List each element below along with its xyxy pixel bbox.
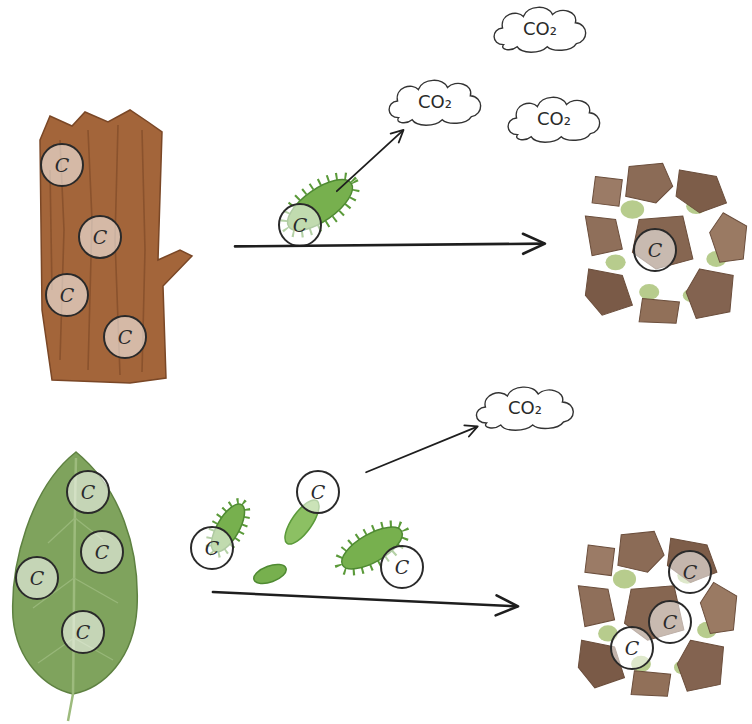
carbon-circle: C [190,526,234,570]
carbon-circle: C [103,315,147,359]
soil-aggregate: C C C [575,528,740,698]
gas-label: CO₂ [508,397,542,418]
element-symbol: C [663,611,678,633]
carbon-circle: C [78,215,122,259]
carbon-circle: C [633,228,677,272]
element-symbol: C [55,154,70,176]
element-symbol: C [625,637,640,659]
carbon-circle: C [296,470,340,514]
element-symbol: C [205,537,220,559]
process-arrow [213,592,517,606]
process-arrow [235,244,544,247]
element-symbol: C [683,561,698,583]
carbon-circle: C [610,626,654,670]
co2-cloud: CO₂ [470,382,580,432]
element-symbol: C [30,567,45,589]
element-symbol: C [118,326,133,348]
element-symbol: C [648,239,663,261]
release-arrow [337,131,403,192]
element-symbol: C [76,621,91,643]
co2-cloud: CO₂ [383,75,487,127]
element-symbol: C [311,481,326,503]
gas-label: CO₂ [418,91,452,112]
soil-aggregate: C [582,160,750,325]
gas-label: CO₂ [523,18,557,39]
co2-cloud: CO₂ [502,92,606,144]
carbon-circle: C [45,273,89,317]
carbon-circle: C [380,545,424,589]
element-symbol: C [81,481,96,503]
microbe [251,561,288,588]
co2-cloud: CO₂ [488,2,592,54]
element-symbol: C [60,284,75,306]
carbon-circle: C [648,600,692,644]
carbon-circle: C [668,550,712,594]
carbon-circle: C [66,470,110,514]
element-symbol: C [93,226,108,248]
element-symbol: C [293,214,308,236]
carbon-circle: C [61,610,105,654]
carbon-circle: C [278,203,322,247]
gas-label: CO₂ [537,108,571,129]
element-symbol: C [395,556,410,578]
carbon-circle: C [80,530,124,574]
release-arrow [366,427,477,472]
element-symbol: C [95,541,110,563]
leaf: C C C C [8,448,143,723]
carbon-circle: C [15,556,59,600]
wood-log: C C C C [30,110,195,385]
carbon-circle: C [40,143,84,187]
